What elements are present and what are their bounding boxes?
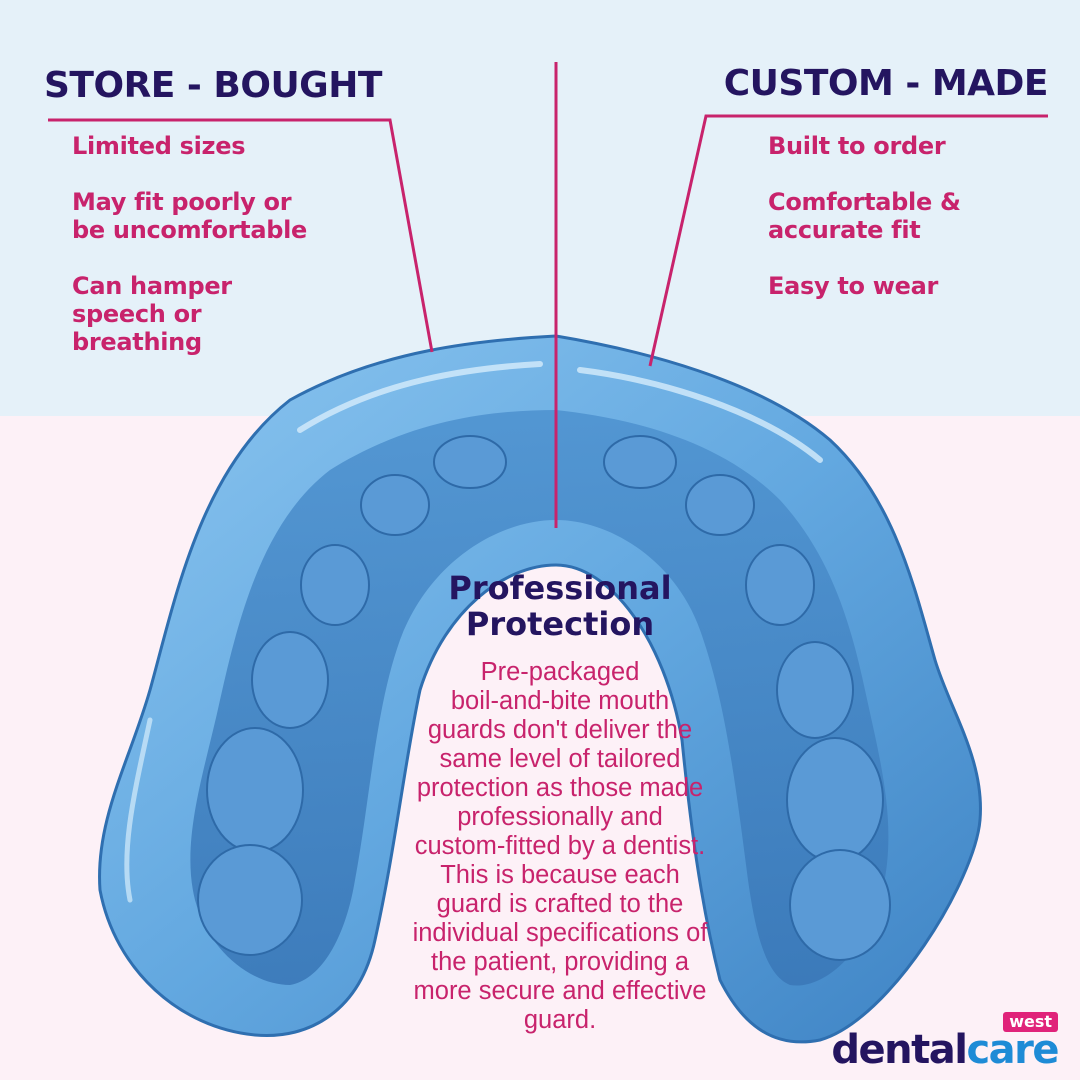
body-line: the patient, providing a	[430, 948, 689, 976]
tooth-impression	[776, 641, 854, 739]
feature-line: Limited sizes	[72, 132, 246, 160]
feature-line: Can hamper	[72, 272, 232, 300]
store-bought-heading: STORE - BOUGHT	[44, 65, 382, 106]
body-line: individual specifications of	[412, 919, 708, 947]
title-line: Protection	[465, 605, 655, 643]
custom-made-heading: CUSTOM - MADE	[723, 63, 1049, 104]
tooth-impression	[603, 435, 677, 489]
logo-word-dental: dental	[831, 1027, 968, 1073]
tooth-impression	[197, 844, 303, 956]
title-line: Professional	[448, 569, 672, 607]
logo-word-care: care	[966, 1027, 1059, 1073]
tooth-impression	[786, 737, 884, 863]
tooth-impression	[251, 631, 329, 729]
body-line: more secure and effective	[413, 977, 707, 1005]
guard-highlight	[297, 361, 543, 433]
guard-highlight	[124, 717, 153, 903]
body-line: This is because each	[440, 861, 680, 889]
custom-made-feature: Built to order	[768, 132, 946, 160]
body-line: guards don't deliver the	[427, 716, 693, 744]
body-line: boil-and-bite mouth	[450, 687, 670, 715]
body-line: custom-fitted by a dentist.	[414, 832, 706, 860]
feature-line: Comfortable &	[768, 188, 961, 216]
body-line: professionally and	[457, 803, 663, 831]
guard-highlight	[577, 367, 823, 463]
store-bought-feature: Limited sizes	[72, 132, 245, 160]
feature-line: Easy to wear	[768, 272, 939, 300]
body-line: protection as those made	[416, 774, 704, 802]
feature-line: May fit poorly or	[72, 188, 292, 216]
body-line: guard.	[523, 1006, 597, 1034]
feature-line: breathing	[72, 328, 202, 356]
tooth-impression	[745, 544, 815, 626]
tooth-impression	[300, 544, 370, 626]
logo-west-tag: west	[1003, 1012, 1058, 1032]
tooth-impression	[789, 849, 891, 961]
logo-wordmark: dentalcare	[831, 1027, 1059, 1073]
guard-inner-channel	[190, 410, 889, 986]
body-line: Pre-packaged	[480, 658, 640, 686]
tooth-impression	[360, 474, 430, 536]
dentalcare-west-logo: west dentalcare	[808, 1012, 1059, 1073]
feature-line: speech or	[72, 300, 202, 328]
tooth-impression	[685, 474, 755, 536]
feature-line: accurate fit	[768, 216, 921, 244]
body-line: guard is crafted to the	[436, 890, 684, 918]
tooth-impression	[433, 435, 507, 489]
professional-protection-body: Pre-packaged boil-and-bite mouth guards …	[365, 658, 755, 1035]
body-line: same level of tailored	[439, 745, 681, 773]
custom-made-feature: Comfortable &accurate fit	[768, 188, 961, 244]
feature-line: be uncomfortable	[72, 216, 308, 244]
custom-made-feature: Easy to wear	[768, 272, 938, 300]
tooth-impression	[206, 727, 304, 853]
feature-line: Built to order	[768, 132, 946, 160]
